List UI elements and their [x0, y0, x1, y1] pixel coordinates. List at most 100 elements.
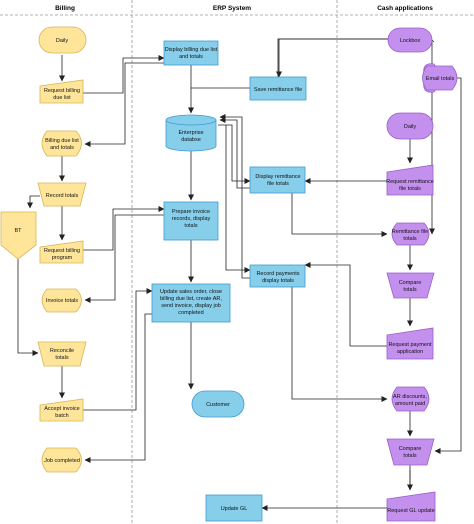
edge-email-compare2	[434, 77, 462, 454]
label-erp-recordpay-1: Record payments	[256, 271, 299, 277]
label-erp-updategl: Update GL	[221, 506, 248, 512]
billing-bt-node[interactable]	[0, 211, 37, 260]
erp-save-remittance-node[interactable]	[249, 76, 307, 101]
cash-email-totals-node[interactable]	[422, 65, 458, 91]
lane-billing-title: Billing	[55, 5, 75, 12]
label-erp-update-2: billing due list, create AR,	[160, 296, 222, 302]
label-cash-ardisc-1: AR discounts,	[393, 394, 427, 400]
label-erp-displayremit-1: Display remittance	[255, 174, 300, 180]
label-billing-record: Record totals	[46, 193, 79, 199]
billing-job-completed-node[interactable]	[41, 447, 82, 473]
label-erp-update-1: Update sales order, close	[160, 289, 222, 295]
edge-db-displayremit	[218, 124, 251, 184]
lane-erp-title: ERP System	[213, 5, 251, 12]
label-cash-email: Email totals	[426, 76, 455, 82]
edge-displayremit-db	[219, 117, 250, 189]
edge-requestprogram-prepare	[83, 206, 165, 251]
erp-display-remittance-node[interactable]	[249, 166, 306, 194]
label-billing-request-1: Request billing	[44, 88, 80, 94]
label-erp-display-1: Display billing due list	[165, 47, 218, 53]
edge-prepare-invoice	[84, 214, 164, 303]
cash-daily-node[interactable]	[386, 112, 434, 140]
label-billing-accept-1: Accept invoice	[44, 406, 79, 412]
label-billing-reconcile-1: Reconcile	[50, 348, 74, 354]
label-billing-request-2: due list	[53, 95, 71, 101]
label-cash-requestgl: Request GL update	[387, 508, 435, 514]
label-erp-db-2: databse	[181, 137, 201, 143]
node-labels: Daily Request billing due list Billing d…	[14, 38, 454, 514]
billing-record-totals-node[interactable]	[37, 182, 87, 207]
edge-update-job	[84, 313, 152, 463]
cash-lockbox-node[interactable]	[387, 27, 433, 53]
label-billing-program-2: program	[52, 255, 73, 261]
label-billing-reconcile-2: totals	[55, 355, 68, 361]
erp-customer-node[interactable]	[191, 390, 245, 418]
label-erp-prepare-1: Prepare invoice	[172, 209, 210, 215]
label-erp-db-1: Enterprise	[178, 130, 203, 136]
label-cash-ardisc-2: amount paid	[395, 401, 425, 407]
label-erp-displayremit-2: file totals	[267, 181, 289, 187]
label-cash-remitfile-2: totals	[403, 236, 416, 242]
cash-ar-discounts-node[interactable]	[391, 386, 430, 412]
label-billing-job: Job completed	[44, 458, 80, 464]
edge-recordpay-ardisc	[291, 287, 388, 402]
edge-displayremit-remitfile	[291, 193, 388, 237]
billing-daily-node[interactable]	[38, 26, 87, 54]
label-billing-duelist-1: Billing due list	[45, 138, 79, 144]
edge-request-display	[83, 55, 165, 94]
label-cash-remitfile-1: Remittance file	[392, 229, 428, 235]
erp-update-sales-order-node[interactable]	[151, 283, 231, 323]
label-billing-invoice: Invoice totals	[46, 298, 78, 304]
erp-update-gl-node[interactable]	[205, 494, 263, 522]
billing-request-program-node[interactable]	[39, 240, 84, 264]
cash-request-payment-node[interactable]	[386, 327, 434, 360]
cash-compare-totals-2-node[interactable]	[386, 438, 435, 466]
label-cash-compare2-1: Compare	[399, 446, 422, 452]
erp-record-payments-node[interactable]	[249, 264, 306, 288]
label-erp-update-3: send invoice, display job	[161, 303, 221, 309]
label-billing-accept-2: batch	[55, 413, 68, 419]
connectors	[17, 29, 462, 511]
label-cash-daily: Daily	[404, 124, 416, 130]
label-erp-prepare-2: records, display	[172, 216, 211, 222]
billing-invoice-totals-node[interactable]	[41, 288, 82, 313]
billing-accept-invoice-node[interactable]	[39, 398, 84, 422]
label-billing-duelist-2: and totals	[50, 145, 74, 151]
edge-lockbox-save	[276, 38, 388, 78]
edge-accept-update	[83, 288, 153, 411]
edge-requestpay-recordpay	[304, 262, 387, 347]
label-erp-prepare-3: totals	[184, 223, 197, 229]
cash-request-remittance-node[interactable]	[386, 164, 434, 196]
edge-display-billinglist	[84, 62, 164, 147]
label-cash-requestpay-2: application	[397, 349, 423, 355]
label-cash-requestremit-1: Request remittance	[386, 179, 434, 185]
cash-remittance-file-node[interactable]	[391, 222, 430, 246]
label-cash-compare1-2: totals	[403, 287, 416, 293]
erp-prepare-invoice-node[interactable]	[163, 201, 219, 241]
billing-due-list-display-node[interactable]	[41, 130, 82, 157]
label-erp-save: Save remittance file	[254, 87, 302, 93]
edge-record-bt	[27, 195, 40, 209]
label-billing-daily: Daily	[56, 38, 68, 44]
label-cash-compare2-2: totals	[403, 453, 416, 459]
label-cash-compare1-1: Compare	[399, 280, 422, 286]
cash-request-gl-node[interactable]	[386, 491, 436, 522]
edge-db-recordpay	[225, 125, 251, 273]
cash-compare-totals-1-node[interactable]	[386, 272, 435, 299]
label-erp-recordpay-2: display totals	[262, 278, 294, 284]
edge-bt-reconcile	[17, 258, 39, 356]
erp-display-billing-list-node[interactable]	[163, 40, 219, 66]
lane-cash-title: Cash applications	[377, 5, 433, 12]
billing-request-due-list-node[interactable]	[39, 79, 84, 104]
label-billing-program-1: Request billing	[44, 248, 80, 254]
billing-reconcile-node[interactable]	[37, 341, 87, 367]
edge-recordpay-db	[219, 114, 250, 279]
label-erp-display-2: and totals	[179, 54, 203, 60]
label-billing-bt: BT	[14, 228, 22, 234]
label-erp-customer: Customer	[206, 402, 230, 408]
erp-database-node[interactable]	[165, 114, 217, 152]
label-cash-lockbox: Lockbox	[400, 38, 421, 44]
label-cash-requestremit-2: file totals	[399, 186, 421, 192]
